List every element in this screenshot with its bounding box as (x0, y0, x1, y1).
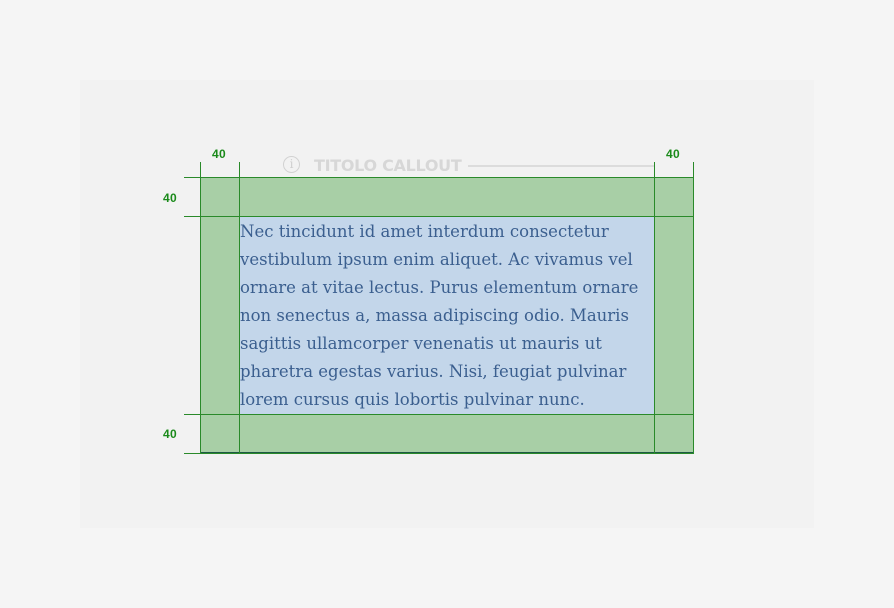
info-icon: i (283, 156, 300, 173)
measure-top: 40 (163, 191, 177, 205)
measure-left: 40 (212, 147, 226, 161)
measure-right: 40 (666, 147, 680, 161)
guide-left-outer (200, 162, 201, 454)
callout-title-row: i TITOLO CALLOUT (258, 155, 658, 177)
guide-right-outer (693, 162, 694, 454)
guide-bottom-outer (184, 453, 694, 454)
callout-content-area (239, 216, 655, 414)
guide-right-inner (654, 162, 655, 454)
guide-top-inner (184, 216, 694, 217)
title-rule-right (468, 165, 654, 167)
measure-bottom: 40 (163, 427, 177, 441)
guide-bottom-inner (184, 414, 694, 415)
callout-body-text: Nec tincidunt id amet interdum consectet… (240, 222, 639, 409)
guide-left-inner (239, 162, 240, 454)
guide-top-outer (184, 177, 694, 178)
callout-title: TITOLO CALLOUT (314, 156, 462, 175)
